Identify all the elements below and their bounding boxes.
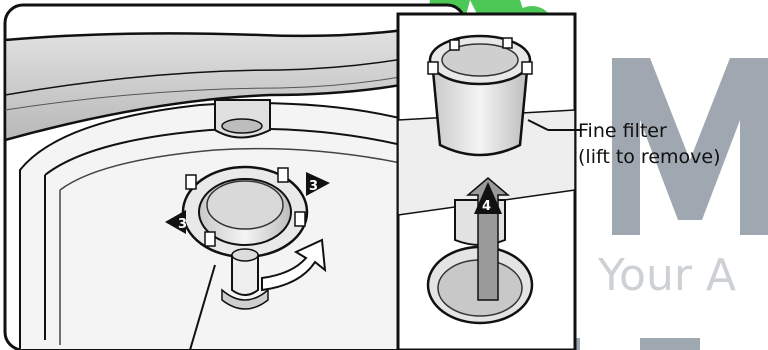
filter-ring-tab (295, 212, 305, 226)
filter-opening (207, 181, 283, 229)
filter-ring-tab (205, 232, 215, 246)
fine-filter-tab (450, 40, 459, 50)
step-marker-inset-label: 4 (482, 199, 491, 214)
fine-filter-tab (428, 62, 438, 74)
step-marker-left-label: 3 (178, 217, 187, 232)
filter-ring-tab (186, 175, 196, 189)
fine-filter-callout-line2: (lift to remove) (578, 144, 721, 170)
filter-ring-tab (278, 168, 288, 182)
fine-filter-callout-line1: Fine filter (578, 118, 721, 144)
spray-arm-hub-top (222, 119, 262, 133)
step-marker-right-label: 3 (309, 179, 318, 194)
coarse-filter-post-top (232, 249, 258, 261)
fine-filter-tab (522, 62, 532, 74)
watermark-tagline: Your A (597, 250, 736, 301)
inset-panel: 4 (398, 14, 575, 350)
fine-filter-tab (503, 38, 512, 48)
watermark-bar (640, 338, 700, 350)
fine-filter-callout: Fine filter (lift to remove) (578, 118, 721, 170)
